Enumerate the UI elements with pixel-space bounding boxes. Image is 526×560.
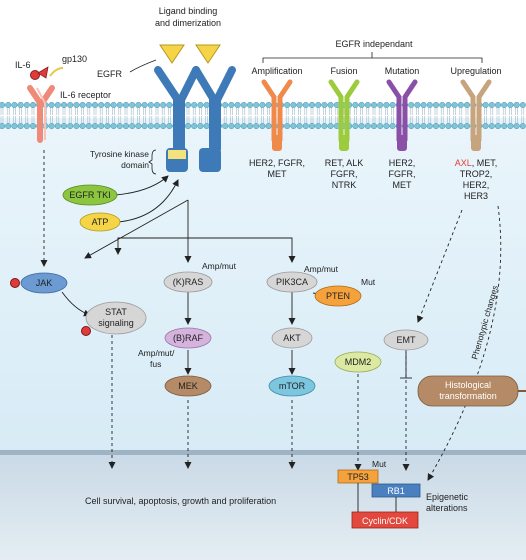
node-emt: EMT bbox=[383, 329, 429, 351]
svg-text:transformation: transformation bbox=[439, 391, 497, 401]
genes-amplification-2: MET bbox=[268, 169, 288, 179]
node-kras: (K)RAS bbox=[163, 271, 213, 293]
svg-text:STAT: STAT bbox=[105, 307, 127, 317]
rtk-amplification bbox=[261, 79, 293, 151]
genes-mutation-2: FGFR, bbox=[389, 169, 416, 179]
rtk-fusion bbox=[328, 79, 360, 151]
ligand-title-line1: Ligand binding bbox=[159, 6, 218, 16]
genes-mutation-1: HER2, bbox=[389, 158, 416, 168]
il6-receptor-label: IL-6 receptor bbox=[60, 90, 111, 100]
tk-domain-line1: Tyrosine kinase bbox=[90, 149, 149, 159]
genes-fusion-1: RET, ALK bbox=[325, 158, 364, 168]
category-fusion: Fusion bbox=[330, 66, 357, 76]
tk-domain-line2: domain bbox=[121, 160, 149, 170]
rtk-upregulation bbox=[460, 79, 492, 151]
svg-text:TP53: TP53 bbox=[347, 472, 369, 482]
il6-receptor bbox=[27, 66, 64, 143]
svg-text:MEK: MEK bbox=[178, 381, 198, 391]
genes-fusion-3: NTRK bbox=[332, 180, 357, 190]
egfr-dimer bbox=[154, 44, 236, 172]
annot-epigenetic-2: alterations bbox=[426, 503, 468, 513]
svg-text:ATP: ATP bbox=[92, 217, 109, 227]
cell-membrane bbox=[0, 101, 526, 130]
svg-text:PIK3CA: PIK3CA bbox=[276, 277, 308, 287]
annot-tp53-mut: Mut bbox=[372, 459, 387, 469]
node-egfr-tki: EGFR TKI bbox=[62, 184, 118, 206]
node-cyclin-cdk: Cyclin/CDK bbox=[351, 511, 419, 529]
nuclear-membrane bbox=[0, 450, 526, 455]
node-rb1: RB1 bbox=[371, 483, 421, 498]
node-atp: ATP bbox=[79, 212, 121, 232]
annot-cell-survival: Cell survival, apoptosis, growth and pro… bbox=[85, 496, 276, 506]
annot-braf-ampmut-2: fus bbox=[150, 359, 161, 369]
egfr-independent-label: EGFR independant bbox=[335, 39, 413, 49]
node-mek: MEK bbox=[164, 375, 212, 397]
svg-text:signaling: signaling bbox=[98, 318, 134, 328]
category-upregulation: Upregulation bbox=[450, 66, 501, 76]
node-histological-transformation: Histological transformation bbox=[417, 375, 519, 407]
node-jak: JAK bbox=[20, 272, 68, 294]
svg-text:mTOR: mTOR bbox=[279, 381, 306, 391]
svg-text:MDM2: MDM2 bbox=[345, 357, 372, 367]
svg-text:EMT: EMT bbox=[397, 335, 417, 345]
il6-label: IL-6 bbox=[15, 60, 31, 70]
gene-axl: AXL bbox=[455, 158, 472, 168]
genes-mutation-3: MET bbox=[393, 180, 413, 190]
genes-upregulation-4: HER3 bbox=[464, 191, 488, 201]
node-pik3ca: PIK3CA bbox=[266, 271, 318, 293]
genes-upregulation-1: AXL, MET, bbox=[455, 158, 498, 168]
svg-text:Cyclin/CDK: Cyclin/CDK bbox=[362, 516, 408, 526]
node-tp53: TP53 bbox=[337, 469, 379, 484]
genes-amplification-1: HER2, FGFR, bbox=[249, 158, 305, 168]
gene-met-up: , MET, bbox=[472, 158, 498, 168]
annot-braf-ampmut-1: Amp/mut/ bbox=[138, 348, 175, 358]
svg-text:(K)RAS: (K)RAS bbox=[173, 277, 204, 287]
svg-text:EGFR TKI: EGFR TKI bbox=[69, 190, 110, 200]
genes-fusion-2: FGFR, bbox=[331, 169, 358, 179]
nucleus bbox=[0, 452, 526, 560]
annot-kras-ampmut: Amp/mut bbox=[202, 261, 237, 271]
dashed-arrows bbox=[40, 150, 502, 481]
nuclear-links bbox=[357, 483, 397, 512]
svg-text:PTEN: PTEN bbox=[326, 291, 350, 301]
node-braf: (B)RAF bbox=[164, 327, 212, 349]
node-pten: PTEN bbox=[314, 285, 362, 307]
svg-text:AKT: AKT bbox=[283, 333, 301, 343]
annot-pik3ca-ampmut: Amp/mut bbox=[304, 264, 339, 274]
svg-text:Histological: Histological bbox=[445, 380, 491, 390]
svg-text:RB1: RB1 bbox=[387, 486, 405, 496]
genes-upregulation-2: TROP2, bbox=[460, 169, 493, 179]
category-amplification: Amplification bbox=[251, 66, 302, 76]
inhibitor-dot-jak bbox=[10, 278, 20, 288]
svg-text:JAK: JAK bbox=[36, 278, 53, 288]
egfr-label: EGFR bbox=[97, 69, 123, 79]
inhibitor-dot-stat bbox=[81, 326, 91, 336]
ligand-title-line2: and dimerization bbox=[155, 18, 221, 28]
svg-text:(B)RAF: (B)RAF bbox=[173, 333, 203, 343]
annot-pten-mut: Mut bbox=[361, 277, 376, 287]
annot-epigenetic-1: Epigenetic bbox=[426, 492, 469, 502]
genes-upregulation-3: HER2, bbox=[463, 180, 490, 190]
category-mutation: Mutation bbox=[385, 66, 420, 76]
node-stat-signaling: STAT signaling bbox=[85, 301, 147, 335]
node-mdm2: MDM2 bbox=[334, 351, 382, 373]
rtk-mutation bbox=[386, 79, 418, 151]
gp130-label: gp130 bbox=[62, 54, 87, 64]
node-akt: AKT bbox=[271, 327, 313, 349]
node-mtor: mTOR bbox=[268, 375, 316, 397]
